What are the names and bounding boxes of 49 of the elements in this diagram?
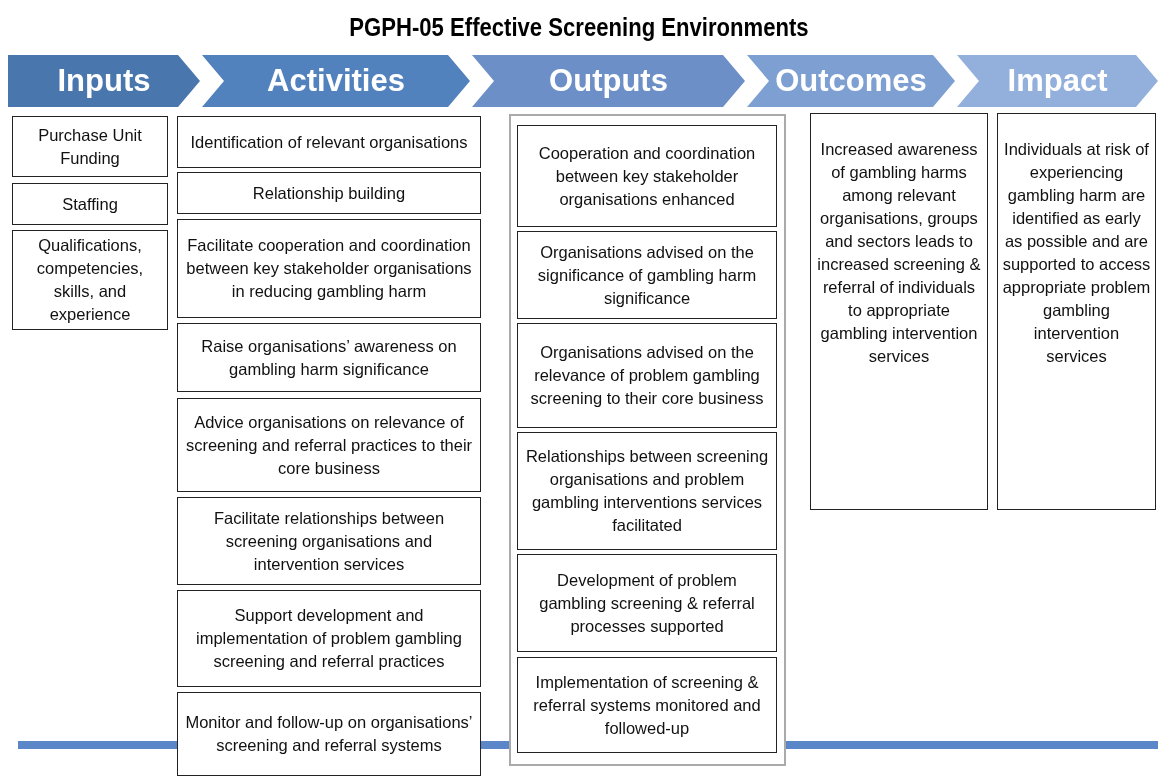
text-box bbox=[177, 323, 481, 392]
text-box bbox=[177, 590, 481, 687]
stage-label: Outcomes bbox=[775, 63, 927, 99]
title: PGPH-05 Effective Screening Environments bbox=[348, 12, 810, 43]
stage-label: Outputs bbox=[549, 63, 668, 99]
text-box bbox=[177, 497, 481, 585]
box-text: Identification of relevant organisations bbox=[190, 131, 468, 153]
text-box bbox=[997, 113, 1156, 510]
box-text: Relationship building bbox=[252, 182, 406, 204]
text-box bbox=[12, 230, 168, 330]
box-text: Raise organisations’ awareness on gambling harm significance bbox=[200, 335, 458, 380]
box-text: Support development and implementation of problem gambling screening and referral practices bbox=[195, 605, 463, 672]
box-text: Purchase Unit Funding bbox=[37, 124, 143, 169]
box-text: Implementation of screening & referral systems monitored and followed-up bbox=[532, 671, 762, 739]
box-text: Monitor and follow-up on organisations’ screening and referral systems bbox=[184, 712, 474, 756]
box-text: Staffing bbox=[62, 193, 118, 215]
text-box bbox=[810, 113, 988, 510]
box-text: Organisations advised on the significance of gambling harm significance bbox=[536, 241, 758, 309]
text-box bbox=[517, 432, 777, 550]
text-box bbox=[517, 554, 777, 652]
text-box bbox=[517, 125, 777, 227]
box-text: Individuals at risk of experiencing gambling harm are identified as early as possible and are supported to access appropriate problem gambling intervention services bbox=[1002, 139, 1151, 367]
box-text: Cooperation and coordination between key stakeholder organisations enhanced bbox=[537, 142, 757, 210]
box-text: Development of problem gambling screening & referral processes supported bbox=[538, 569, 756, 637]
text-box bbox=[517, 323, 777, 428]
text-box bbox=[177, 398, 481, 492]
box-text: Increased awareness of gambling harms among relevant organisations, groups and sectors leads to increased screening & referral of individuals to appropriate gambling intervention services bbox=[816, 139, 982, 367]
text-box bbox=[177, 172, 481, 214]
box-text: Relationships between screening organisations and problem gambling interventions services facilitated bbox=[524, 446, 770, 536]
stage-header-band bbox=[472, 55, 745, 107]
text-box bbox=[177, 692, 481, 776]
stage-label: Activities bbox=[267, 63, 405, 99]
stage-header-band bbox=[202, 55, 470, 107]
box-text: Organisations advised on the relevance of problem gambling screening to their core business bbox=[529, 342, 765, 409]
stage-label: Impact bbox=[1007, 63, 1108, 99]
text-box bbox=[177, 116, 481, 168]
text-box bbox=[517, 231, 777, 319]
stage-header-band bbox=[8, 55, 200, 107]
box-text: Facilitate relationships between screening organisations and intervention services bbox=[212, 507, 446, 575]
box-text: Facilitate cooperation and coordination between key stakeholder organisations in reducing gambling harm bbox=[185, 235, 473, 302]
stage-header-band bbox=[957, 55, 1158, 107]
stage-header-band bbox=[747, 55, 955, 107]
text-box bbox=[517, 657, 777, 753]
box-text: Qualifications, competencies, skills, and experience bbox=[35, 235, 145, 325]
box-text: Advice organisations on relevance of screening and referral practices to their core business bbox=[184, 411, 474, 479]
text-box bbox=[12, 116, 168, 177]
text-box bbox=[12, 183, 168, 225]
text-box bbox=[177, 219, 481, 318]
stage-label: Inputs bbox=[57, 63, 151, 99]
